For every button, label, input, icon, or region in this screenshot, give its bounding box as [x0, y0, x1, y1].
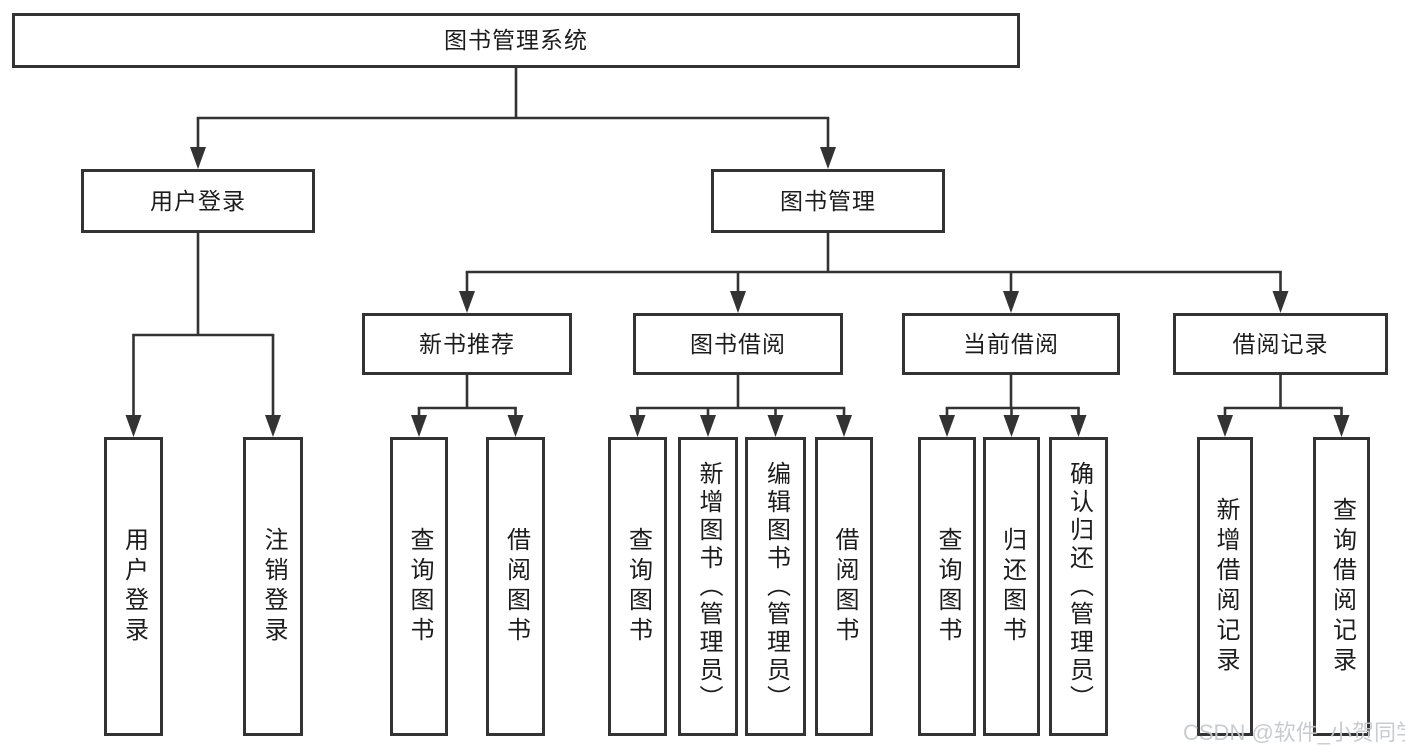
leaf-borrow-books-borrowing: 借阅图书: [815, 437, 873, 736]
node-root-library-system: 图书管理系统: [12, 13, 1020, 68]
node-label: 借阅图书: [831, 526, 858, 647]
arrow-icon: [820, 147, 836, 169]
node-label: 新增图书（管理员）: [695, 460, 722, 713]
node-label: 图书管理系统: [444, 27, 588, 53]
arrow-icon: [836, 415, 852, 437]
leaf-logout: 注销登录: [243, 437, 303, 736]
leaf-user-login: 用户登录: [104, 437, 163, 736]
branch-borrow-records: [1223, 375, 1343, 418]
branch-new-book-rec: [417, 375, 517, 418]
leaf-borrow-books-recommend: 借阅图书: [486, 437, 545, 736]
node-new-book-recommend: 新书推荐: [362, 313, 572, 375]
arrow-icon: [1070, 415, 1087, 437]
csdn-watermark: CSDN @软件_小贺同学: [1183, 720, 1405, 745]
node-label: 查询图书: [934, 526, 961, 647]
arrow-icon: [730, 291, 746, 313]
branch-book-mgmt: [465, 233, 1282, 294]
node-book-management: 图书管理: [711, 169, 945, 233]
node-label: 查询图书: [624, 526, 652, 647]
arrow-icon: [767, 415, 784, 437]
leaf-query-books-recommend: 查询图书: [390, 437, 448, 736]
leaf-add-books-admin: 新增图书（管理员）: [678, 437, 738, 736]
node-label: 借阅记录: [1232, 330, 1329, 357]
branch-root: [196, 68, 830, 150]
leaf-confirm-return-admin: 确认归还（管理员）: [1049, 437, 1108, 736]
node-borrowing-records: 借阅记录: [1173, 313, 1388, 375]
node-label: 查询借阅记录: [1328, 496, 1356, 677]
branch-current-borrow: [945, 375, 1080, 418]
arrow-icon: [1003, 291, 1019, 313]
arrow-icon: [190, 147, 206, 169]
node-label: 图书借阅: [690, 330, 786, 357]
arrowheads: [125, 147, 1350, 437]
node-label: 新书推荐: [419, 330, 515, 357]
leaf-query-books-borrowing: 查询图书: [608, 437, 667, 736]
node-book-borrowing: 图书借阅: [633, 313, 843, 375]
arrow-icon: [700, 415, 716, 437]
leaf-add-borrow-record: 新增借阅记录: [1197, 437, 1253, 736]
branch-user-login: [132, 233, 275, 418]
node-label: 新增借阅记录: [1212, 496, 1239, 677]
node-user-login: 用户登录: [81, 169, 315, 233]
leaf-query-books-current: 查询图书: [918, 437, 976, 736]
node-label: 用户登录: [150, 187, 246, 214]
arrow-icon: [507, 415, 524, 437]
arrow-icon: [1003, 415, 1020, 437]
arrow-icon: [939, 415, 955, 437]
arrow-icon: [1333, 415, 1350, 437]
node-label: 用户登录: [120, 526, 148, 647]
node-label: 查询图书: [406, 526, 433, 647]
arrow-icon: [265, 415, 281, 437]
node-label: 编辑图书（管理员）: [762, 460, 790, 713]
node-label: 当前借阅: [963, 330, 1059, 357]
arrow-icon: [125, 415, 142, 437]
node-label: 图书管理: [780, 187, 876, 214]
node-label: 确认归还（管理员）: [1065, 460, 1093, 713]
arrow-icon: [1217, 415, 1233, 437]
node-label: 注销登录: [260, 526, 287, 647]
node-label: 借阅图书: [502, 526, 530, 647]
node-label: 归还图书: [998, 526, 1026, 647]
arrow-icon: [459, 291, 475, 313]
leaf-return-books: 归还图书: [983, 437, 1040, 736]
arrow-icon: [1272, 291, 1289, 313]
arrow-icon: [629, 415, 646, 437]
branch-book-borrow: [636, 375, 846, 418]
node-current-borrowing: 当前借阅: [902, 313, 1120, 375]
leaf-edit-books-admin: 编辑图书（管理员）: [745, 437, 806, 736]
leaf-query-borrow-record: 查询借阅记录: [1313, 437, 1370, 736]
arrow-icon: [411, 415, 427, 437]
